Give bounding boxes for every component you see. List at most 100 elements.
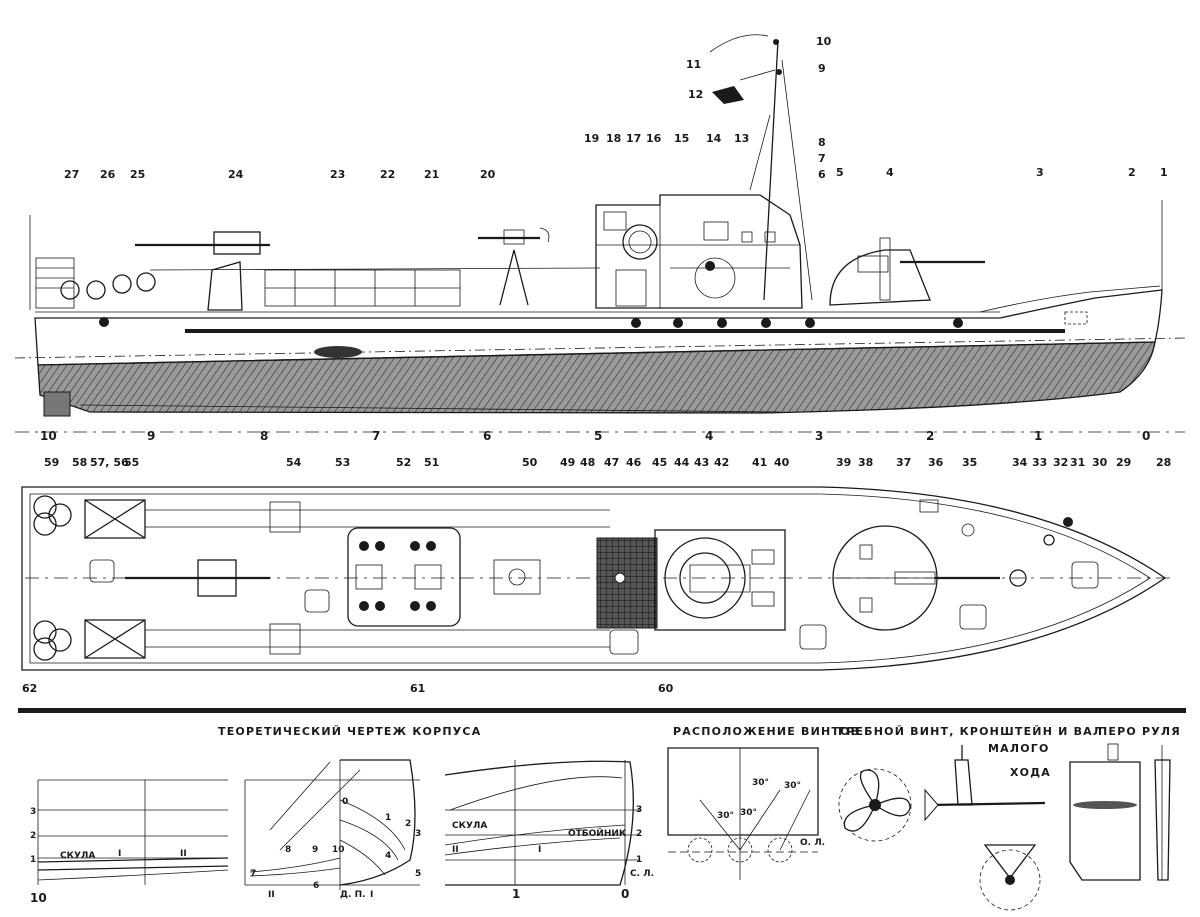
foredeck-sheer bbox=[979, 285, 1161, 313]
callout: 27 bbox=[64, 168, 79, 181]
waterline-label: 3 bbox=[30, 807, 36, 817]
frame-number: 3 bbox=[815, 429, 823, 443]
frame-number: 4 bbox=[705, 429, 713, 443]
callout: 17 bbox=[626, 132, 641, 145]
callout: 33 bbox=[1032, 456, 1047, 469]
mast-and-flags bbox=[709, 34, 813, 301]
station-label: 7 bbox=[250, 869, 256, 879]
callout: 31 bbox=[1070, 456, 1085, 469]
buttock-label: I bbox=[370, 890, 373, 900]
frame-number: 6 bbox=[483, 429, 491, 443]
station-label: 2 bbox=[405, 819, 411, 829]
deck-hatches bbox=[89, 499, 1099, 655]
callout: 60 bbox=[658, 682, 674, 695]
baseline-label: С. Л. bbox=[630, 869, 654, 879]
aft-deck-rails bbox=[149, 267, 601, 307]
callout: 37 bbox=[896, 456, 911, 469]
buttock-label: I bbox=[118, 849, 121, 859]
callout: 49 bbox=[560, 456, 575, 469]
callout: 18 bbox=[606, 132, 621, 145]
frame-stations: 10 9 8 7 6 5 4 3 2 1 0 bbox=[15, 429, 1185, 443]
propeller-title-line2: МАЛОГО bbox=[988, 742, 1050, 755]
callout: 57, 56 bbox=[90, 456, 129, 469]
callout: 47 bbox=[604, 456, 619, 469]
callout: 26 bbox=[100, 168, 116, 181]
callout: 38 bbox=[858, 456, 873, 469]
callout: 44 bbox=[674, 456, 690, 469]
callout: 54 bbox=[286, 456, 302, 469]
station-label: 4 bbox=[385, 851, 391, 861]
chine-label: СКУЛА bbox=[60, 851, 95, 861]
callout: 14 bbox=[706, 132, 722, 145]
callout: 59 bbox=[44, 456, 59, 469]
frame-number: 7 bbox=[372, 429, 380, 443]
callout: 45 bbox=[652, 456, 667, 469]
station-label: 8 bbox=[285, 845, 291, 855]
callout: 42 bbox=[714, 456, 729, 469]
angle-label: 30° bbox=[717, 811, 734, 821]
side-view: 1 2 3 4 5 6 7 8 9 10 11 12 13 14 15 16 1… bbox=[14, 34, 1186, 443]
screw-layout-title: РАСПОЛОЖЕНИЕ ВИНТОВ bbox=[673, 725, 860, 738]
baseline-label: О. Л. bbox=[800, 838, 825, 848]
callout: 20 bbox=[480, 168, 496, 181]
callout: 4 bbox=[886, 166, 894, 179]
callout: 53 bbox=[335, 456, 350, 469]
stern-racks bbox=[29, 200, 1163, 310]
fender-label: ОТБОЙНИК bbox=[568, 827, 627, 839]
propeller-title-line3: ХОДА bbox=[1010, 766, 1051, 779]
callout: 36 bbox=[928, 456, 944, 469]
rudder-blade: ПЕРО РУЛЯ bbox=[1069, 725, 1181, 881]
callout: 1 bbox=[1160, 166, 1168, 179]
callout: 29 bbox=[1116, 456, 1131, 469]
lines-profile: 3 2 1 СКУЛА I II 10 bbox=[30, 779, 229, 905]
bow-turret-plan bbox=[832, 525, 1000, 631]
rubbing-strake bbox=[185, 329, 1065, 333]
waterline-label: 1 bbox=[636, 855, 642, 865]
callout: 11 bbox=[686, 58, 701, 71]
hull-underwater-part bbox=[37, 341, 1156, 414]
exhaust-outlet bbox=[314, 346, 362, 358]
callout: 62 bbox=[22, 682, 37, 695]
plan-view: 59 58 57, 56 55 54 53 52 51 50 49 48 47 … bbox=[21, 456, 1175, 695]
callout: 25 bbox=[130, 168, 145, 181]
callout: 35 bbox=[962, 456, 977, 469]
station-label: 1 bbox=[385, 813, 391, 823]
angle-label: 30° bbox=[740, 808, 757, 818]
waterline-label: 2 bbox=[636, 829, 642, 839]
callout: 32 bbox=[1053, 456, 1068, 469]
lines-drawing: ТЕОРЕТИЧЕСКИЙ ЧЕРТЕЖ КОРПУСА 3 2 1 СКУЛА… bbox=[30, 725, 654, 905]
station-label: 0 bbox=[342, 797, 348, 807]
centerplane-label: Д. П. bbox=[340, 890, 366, 900]
angle-label: 30° bbox=[752, 778, 769, 788]
callout: 52 bbox=[396, 456, 411, 469]
callout: 28 bbox=[1156, 456, 1171, 469]
rudder-title: ПЕРО РУЛЯ bbox=[1098, 725, 1181, 738]
frame-number: 2 bbox=[926, 429, 934, 443]
callout: 41 bbox=[752, 456, 767, 469]
frame-number: 10 bbox=[40, 429, 57, 443]
waterline bbox=[14, 337, 1186, 359]
frame-number: 0 bbox=[1142, 429, 1150, 443]
station-label: 6 bbox=[313, 881, 319, 891]
lines-body-plan: 0 1 2 3 4 5 6 7 8 9 10 Д. П. I II bbox=[244, 759, 421, 900]
callout: 30 bbox=[1092, 456, 1108, 469]
callout: 2 bbox=[1128, 166, 1136, 179]
bow-gun-mount bbox=[829, 237, 985, 306]
callout: 6 bbox=[818, 168, 826, 181]
callout: 3 bbox=[1036, 166, 1044, 179]
callout: 16 bbox=[646, 132, 662, 145]
callout: 8 bbox=[818, 136, 826, 149]
propeller-title-line1: ГРЕБНОЙ ВИНТ, КРОНШТЕЙН И ВАЛ bbox=[838, 725, 1103, 738]
callout: 12 bbox=[688, 88, 703, 101]
stern-depth-charge-reels bbox=[33, 495, 610, 661]
callout: 55 bbox=[124, 456, 139, 469]
callout: 13 bbox=[734, 132, 749, 145]
waterline-label: 1 bbox=[30, 855, 36, 865]
callout: 21 bbox=[424, 168, 439, 181]
callout: 24 bbox=[228, 168, 244, 181]
station-label: 9 bbox=[312, 845, 318, 855]
section-divider bbox=[18, 708, 1186, 713]
callout: 40 bbox=[774, 456, 790, 469]
callout: 51 bbox=[424, 456, 439, 469]
